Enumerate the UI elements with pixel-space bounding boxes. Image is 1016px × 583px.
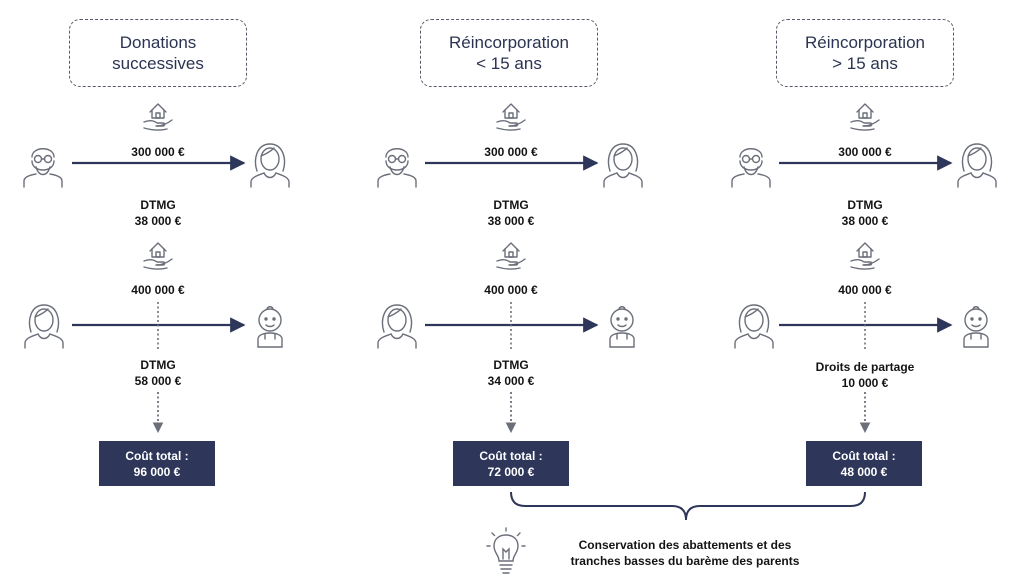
note-line1: Conservation des abattements et des (578, 538, 792, 552)
note-line2: tranches basses du barème des parents (570, 554, 800, 568)
gift-2-arrow (72, 302, 246, 434)
column-1-tax1-label: DTMG (140, 198, 176, 212)
woman-icon (377, 304, 417, 349)
gift-2-arrow (779, 302, 953, 434)
column-3-tax2-amount: 10 000 € (841, 376, 889, 390)
column-2-tax2-label: DTMG (493, 358, 529, 372)
column-2-tax1-label: DTMG (493, 198, 529, 212)
baby-icon (609, 306, 635, 348)
column-2-gift2-amount: 400 000 € (484, 283, 538, 297)
curly-brace (510, 491, 866, 521)
column-1-total-cost-box: Coût total : 96 000 € (99, 441, 215, 486)
baby-icon (257, 306, 283, 348)
column-1-tax2-label: DTMG (140, 358, 176, 372)
column-2-title-line2: < 15 ans (476, 54, 542, 73)
column-1-cost-label: Coût total : (125, 448, 189, 463)
house-in-hand-icon (496, 103, 526, 131)
column-2-total-cost-box: Coût total : 72 000 € (453, 441, 569, 486)
column-1-title-box: Donations successives (69, 19, 247, 87)
gift-1-arrow (72, 155, 246, 171)
house-in-hand-icon (143, 242, 173, 270)
column-3-title-box: Réincorporation > 15 ans (776, 19, 954, 87)
grandfather-icon (23, 148, 63, 188)
column-1-cost-amount: 96 000 € (133, 464, 181, 479)
baby-icon (963, 306, 989, 348)
column-2-tax1-amount: 38 000 € (487, 214, 535, 228)
column-2-tax2-amount: 34 000 € (487, 374, 535, 388)
column-1-tax2-amount: 58 000 € (134, 374, 182, 388)
column-3-tax1-amount: 38 000 € (841, 214, 889, 228)
column-3-total-cost-box: Coût total : 48 000 € (806, 441, 922, 486)
woman-icon (24, 304, 64, 349)
column-2-cost-amount: 72 000 € (487, 464, 535, 479)
conservation-note: Conservation des abattements et des tran… (535, 537, 835, 569)
column-3-cost-label: Coût total : (832, 448, 896, 463)
column-3-tax2-label: Droits de partage (815, 360, 915, 374)
column-3-gift1-amount: 300 000 € (838, 145, 892, 159)
gift-1-arrow (425, 155, 599, 171)
woman-icon (734, 304, 774, 349)
gift-2-arrow (425, 302, 599, 434)
column-3-title-line2: > 15 ans (832, 54, 898, 73)
house-in-hand-icon (143, 103, 173, 131)
column-3-gift2-amount: 400 000 € (838, 283, 892, 297)
gift-1-arrow (779, 155, 953, 171)
column-1-gift1-amount: 300 000 € (131, 145, 185, 159)
column-3-cost-amount: 48 000 € (840, 464, 888, 479)
woman-icon (957, 143, 997, 188)
column-3-tax1-label: DTMG (847, 198, 883, 212)
column-1-title-line1: Donations (119, 33, 197, 52)
house-in-hand-icon (496, 242, 526, 270)
column-1-gift2-amount: 400 000 € (131, 283, 185, 297)
house-in-hand-icon (850, 103, 880, 131)
column-2-cost-label: Coût total : (479, 448, 543, 463)
woman-icon (250, 143, 290, 188)
lightbulb-icon (486, 527, 526, 574)
column-3-title-line1: Réincorporation (804, 33, 925, 52)
woman-icon (603, 143, 643, 188)
column-2-title-box: Réincorporation < 15 ans (420, 19, 598, 87)
column-2-gift1-amount: 300 000 € (484, 145, 538, 159)
column-1-tax1-amount: 38 000 € (134, 214, 182, 228)
grandfather-icon (377, 148, 417, 188)
column-2-title-line1: Réincorporation (448, 33, 569, 52)
grandfather-icon (731, 148, 771, 188)
column-1-title-line2: successives (112, 54, 204, 73)
house-in-hand-icon (850, 242, 880, 270)
